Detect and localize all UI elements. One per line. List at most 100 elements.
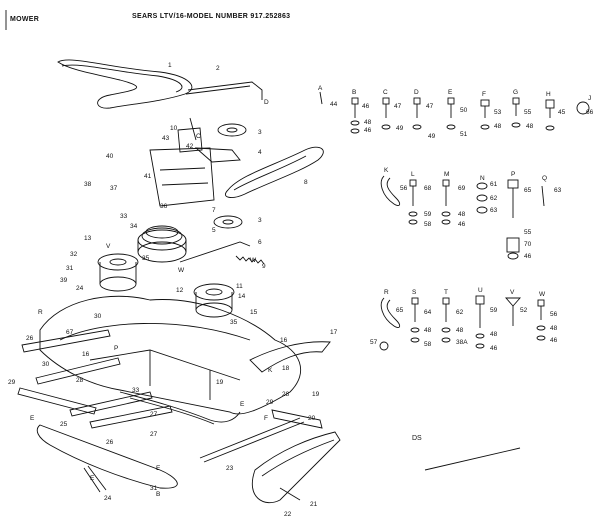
callout-44: 44 <box>330 101 338 108</box>
callout-61: 61 <box>490 181 498 188</box>
callout-9: 9 <box>262 263 266 270</box>
letter-T: T <box>444 289 448 296</box>
bolt-S <box>410 297 420 343</box>
letter-C-center: C <box>196 133 201 140</box>
letter-E: E <box>448 89 453 96</box>
callout-7: 7 <box>212 207 216 214</box>
bolt-C <box>381 97 391 130</box>
callout-2: 2 <box>216 65 220 72</box>
page-code-line <box>424 447 521 471</box>
letter-R-left: R <box>38 309 43 316</box>
letter-L: L <box>411 171 415 178</box>
callout-57: 57 <box>370 339 378 346</box>
callout-14: 14 <box>238 293 246 300</box>
callout-48: 48 <box>364 119 372 126</box>
callout-45: 45 <box>558 109 566 116</box>
callout-30b: 30 <box>42 361 50 368</box>
callout-56: 56 <box>400 185 408 192</box>
callout-58b: 58 <box>424 341 432 348</box>
callout-27b: 27 <box>150 431 158 438</box>
callout-55: 55 <box>524 109 532 116</box>
callout-48d: 48 <box>458 211 466 218</box>
callout-27: 27 <box>150 411 158 418</box>
callout-15: 15 <box>250 309 258 316</box>
letter-C: C <box>383 89 388 96</box>
blade-left <box>36 424 178 489</box>
callout-59: 59 <box>424 211 432 218</box>
bolt-B <box>350 97 360 134</box>
rod-6 <box>179 241 251 263</box>
rod-20 <box>199 417 301 459</box>
callout-17: 17 <box>330 329 338 336</box>
letter-W: W <box>539 291 546 298</box>
bolt-D <box>412 97 422 130</box>
callout-38: 38 <box>84 181 92 188</box>
callout-38A: 38A <box>456 339 468 346</box>
letter-K-right: K <box>268 367 273 374</box>
letter-B: B <box>352 89 356 96</box>
diagram-title: SEARS LTV/16-MODEL NUMBER 917.252863 <box>132 13 291 20</box>
callout-69: 69 <box>458 185 466 192</box>
letter-W-right: W <box>250 257 257 264</box>
arm-lower-2 <box>89 405 173 429</box>
callout-49b: 49 <box>428 133 436 140</box>
callout-28b: 28 <box>282 391 290 398</box>
arm-lower <box>69 391 153 417</box>
bolt-T <box>441 297 451 343</box>
bolt-L <box>408 179 418 225</box>
callout-11: 11 <box>236 283 243 290</box>
callout-24: 24 <box>104 495 112 502</box>
part-A <box>319 91 323 105</box>
rod-2 <box>187 81 263 100</box>
callout-33: 33 <box>120 213 128 220</box>
callout-48e: 48 <box>424 327 432 334</box>
shield-20 <box>271 409 323 429</box>
letter-Q: Q <box>542 175 547 182</box>
letter-G: G <box>513 89 518 96</box>
bolt-G <box>511 97 521 128</box>
pin-R <box>380 297 401 329</box>
letter-P: P <box>511 171 515 178</box>
callout-62: 62 <box>490 195 498 202</box>
letter-V-left: V <box>106 243 111 250</box>
callout-43: 43 <box>162 135 170 142</box>
callout-5: 5 <box>212 227 216 234</box>
callout-30: 30 <box>94 313 102 320</box>
bolt-E <box>446 97 456 130</box>
letter-E-center: E <box>156 465 161 472</box>
callout-20: 20 <box>308 415 316 422</box>
callout-48b: 48 <box>494 123 502 130</box>
callout-29: 29 <box>8 379 16 386</box>
callout-40: 40 <box>106 153 114 160</box>
callout-12: 12 <box>176 287 184 294</box>
callout-50: 50 <box>460 107 468 114</box>
callout-35b: 35 <box>230 319 238 326</box>
arm-26 <box>21 329 111 353</box>
callout-18: 18 <box>282 365 290 372</box>
callout-46d: 46 <box>524 253 532 260</box>
callout-62b: 62 <box>456 309 464 316</box>
callout-46: 46 <box>362 103 370 110</box>
callout-53: 53 <box>494 109 502 116</box>
spring-9 <box>235 255 265 265</box>
skirt-right <box>249 341 331 373</box>
letter-D: D <box>414 89 419 96</box>
callout-46f: 46 <box>550 337 558 344</box>
callout-23: 23 <box>226 465 234 472</box>
callout-24b: 24 <box>76 285 84 292</box>
belt-8 <box>225 146 324 198</box>
letter-P-deck: P <box>114 345 118 352</box>
callout-48h: 48 <box>550 325 558 332</box>
arm-28 <box>35 357 121 385</box>
bolt-F <box>480 99 490 130</box>
bracket-4 <box>194 147 241 163</box>
callout-65b: 65 <box>396 307 404 314</box>
blade-right <box>251 431 341 504</box>
bolt-U <box>475 295 485 349</box>
callout-67: 67 <box>66 329 74 336</box>
callout-63b: 63 <box>554 187 562 194</box>
callout-58: 58 <box>424 221 432 228</box>
callout-55b: 55 <box>524 229 532 236</box>
pin-K <box>380 175 401 207</box>
